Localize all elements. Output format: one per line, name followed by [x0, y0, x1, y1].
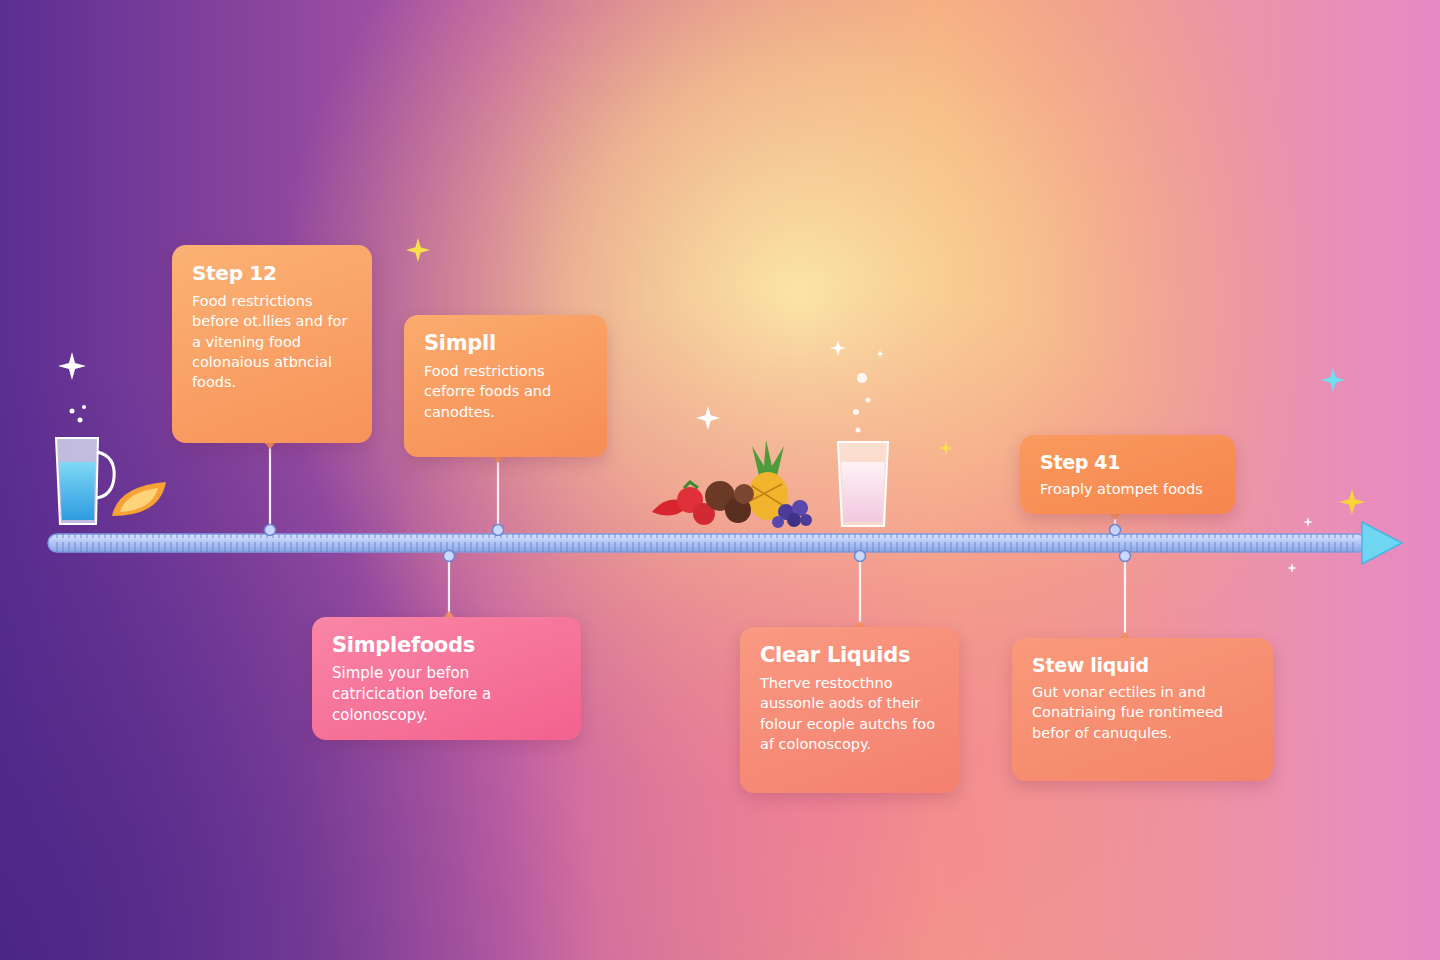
- step-heading: Simplefoods: [332, 633, 563, 657]
- leader-line: [1114, 514, 1116, 529]
- leader-line: [269, 443, 271, 529]
- step-heading: Clear Liquids: [760, 643, 941, 667]
- step-box: Clear LiquidsTherve restocthno aussonle …: [740, 627, 959, 793]
- sparkle: [58, 352, 86, 380]
- sparkle: [1287, 563, 1297, 573]
- timeline-dot: [1120, 551, 1131, 562]
- sparkle: [876, 350, 884, 358]
- orange-slice: [112, 482, 166, 516]
- sparkle: [1339, 489, 1365, 515]
- timeline-dot: [444, 551, 455, 562]
- milk-glass: [838, 373, 888, 526]
- leader-line: [1124, 557, 1126, 638]
- step-heading: Step 12: [192, 261, 354, 285]
- step-heading: Stew liquid: [1032, 654, 1255, 676]
- step-box: Stew liquidGut vonar ectiles in and Cona…: [1012, 638, 1273, 781]
- callout-pointer: [1109, 513, 1121, 520]
- leader-line: [859, 557, 861, 627]
- sparkle: [1321, 368, 1345, 392]
- sparkle: [1303, 517, 1313, 527]
- fruit-pile: [652, 440, 812, 528]
- step-description: Therve restocthno aussonle aods of their…: [760, 673, 941, 754]
- step-box: Step 12 Food restrictions before ot.llies…: [172, 245, 372, 443]
- step-box: Step 41 Froaply atompet foods: [1020, 435, 1235, 514]
- sparkles: [58, 238, 1365, 573]
- step-description: Food restrictions before ot.llies and fo…: [192, 291, 354, 392]
- sparkle: [830, 340, 846, 356]
- step-heading: Step 41: [1040, 451, 1217, 473]
- step-box: SimpllFood restrictions ceforre foods an…: [404, 315, 607, 457]
- step-description: Gut vonar ectiles in and Conatriaing fue…: [1032, 682, 1255, 743]
- callout-pointer: [264, 442, 276, 449]
- timeline-dot: [1110, 525, 1121, 536]
- sparkle: [406, 238, 430, 262]
- step-box: SimplefoodsSimple your befon catricicati…: [312, 617, 581, 740]
- leader-line: [497, 457, 499, 529]
- timeline-dot: [855, 551, 866, 562]
- timeline-dot: [493, 525, 504, 536]
- step-description: Froaply atompet foods: [1040, 479, 1217, 499]
- timeline-bar: [48, 522, 1402, 564]
- step-description: Food restrictions ceforre foods and cano…: [424, 361, 589, 422]
- timeline-dot: [265, 525, 276, 536]
- leader-line: [448, 557, 450, 617]
- sparkle: [939, 441, 953, 455]
- step-heading: Simpll: [424, 331, 589, 355]
- sparkle: [696, 406, 720, 430]
- water-glass: [56, 405, 114, 524]
- callout-pointer: [492, 456, 504, 463]
- step-description: Simple your befon catricication before a…: [332, 663, 563, 726]
